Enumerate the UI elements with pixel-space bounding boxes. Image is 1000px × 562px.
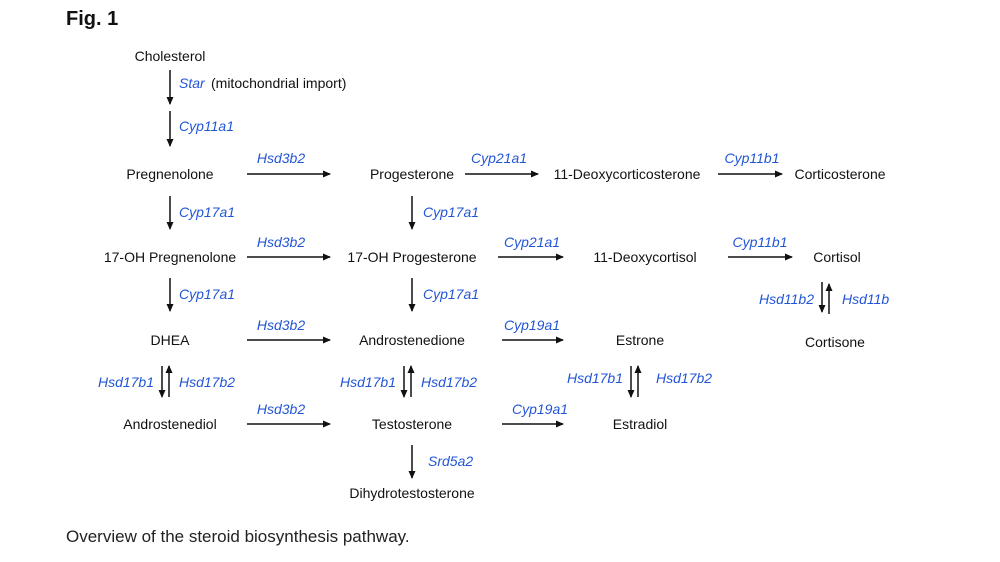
compound-testosterone: Testosterone bbox=[371, 416, 453, 432]
compound-cholesterol: Cholesterol bbox=[134, 48, 206, 64]
compound-androstenediol: Androstenediol bbox=[123, 416, 217, 432]
enzyme-hsd3b2-dhea: Hsd3b2 bbox=[256, 317, 306, 333]
compound-pregnenolone: Pregnenolone bbox=[126, 166, 214, 182]
figure-label: Fig. 1 bbox=[66, 8, 119, 30]
enzyme-hsd17b1-estrone: Hsd17b1 bbox=[566, 370, 623, 386]
enzyme-cyp11b1-doc-corticosterone: Cyp11b1 bbox=[724, 150, 780, 166]
enzyme-hsd17b2-dhea: Hsd17b2 bbox=[179, 374, 236, 390]
enzyme-hsd3b2-androstenediol: Hsd3b2 bbox=[256, 401, 306, 417]
enzyme-hsd17b1-dhea: Hsd17b1 bbox=[97, 374, 154, 390]
compound-corticosterone: Corticosterone bbox=[794, 166, 886, 182]
enzyme-cyp17a1-17ohprog: Cyp17a1 bbox=[423, 286, 480, 302]
enzyme-srd5a2: Srd5a2 bbox=[428, 453, 474, 469]
compound-dhea: DHEA bbox=[150, 332, 190, 348]
compound-deoxycorticosterone: 11-Deoxycorticosterone bbox=[553, 166, 701, 182]
enzyme-cyp19a1-testosterone: Cyp19a1 bbox=[511, 401, 569, 417]
enzyme-hsd3b2-preg-prog: Hsd3b2 bbox=[256, 150, 306, 166]
enzyme-star: Star bbox=[179, 75, 205, 91]
compound-androstenedione: Androstenedione bbox=[359, 332, 465, 348]
enzyme-cyp19a1-androstenedione: Cyp19a1 bbox=[503, 317, 561, 333]
compound-17oh-pregnenolone: 17-OH Pregnenolone bbox=[103, 249, 237, 265]
enzyme-hsd17b1-androstenedione: Hsd17b1 bbox=[339, 374, 396, 390]
compound-estradiol: Estradiol bbox=[612, 416, 668, 432]
enzyme-cyp17a1-17ohpreg: Cyp17a1 bbox=[179, 286, 236, 302]
enzyme-cyp17a1-prog: Cyp17a1 bbox=[423, 204, 480, 220]
enzyme-cyp11a1: Cyp11a1 bbox=[179, 118, 235, 134]
compound-estrone: Estrone bbox=[615, 332, 665, 348]
star-note: (mitochondrial import) bbox=[211, 75, 347, 91]
enzyme-hsd17b2-estrone: Hsd17b2 bbox=[656, 370, 713, 386]
enzyme-hsd3b2-17oh: Hsd3b2 bbox=[256, 234, 306, 250]
compound-progesterone: Progesterone bbox=[369, 166, 455, 182]
compound-11-deoxycortisol: 11-Deoxycortisol bbox=[593, 249, 697, 265]
compound-cortisol: Cortisol bbox=[813, 249, 861, 265]
compound-17oh-progesterone: 17-OH Progesterone bbox=[347, 249, 477, 265]
enzyme-cyp17a1-preg: Cyp17a1 bbox=[179, 204, 236, 220]
enzyme-hsd11b: Hsd11b bbox=[842, 291, 890, 307]
compound-dihydrotestosterone: Dihydrotestosterone bbox=[349, 485, 475, 501]
enzyme-cyp21a1-17ohprog: Cyp21a1 bbox=[503, 234, 561, 250]
enzyme-hsd17b2-androstenedione: Hsd17b2 bbox=[421, 374, 478, 390]
compound-cortisone: Cortisone bbox=[805, 334, 865, 350]
enzyme-cyp21a1-prog-doc: Cyp21a1 bbox=[470, 150, 528, 166]
figure-caption: Overview of the steroid biosynthesis pat… bbox=[66, 527, 410, 546]
enzyme-hsd11b2: Hsd11b2 bbox=[758, 291, 814, 307]
enzyme-cyp11b1-deoxycortisol: Cyp11b1 bbox=[732, 234, 788, 250]
